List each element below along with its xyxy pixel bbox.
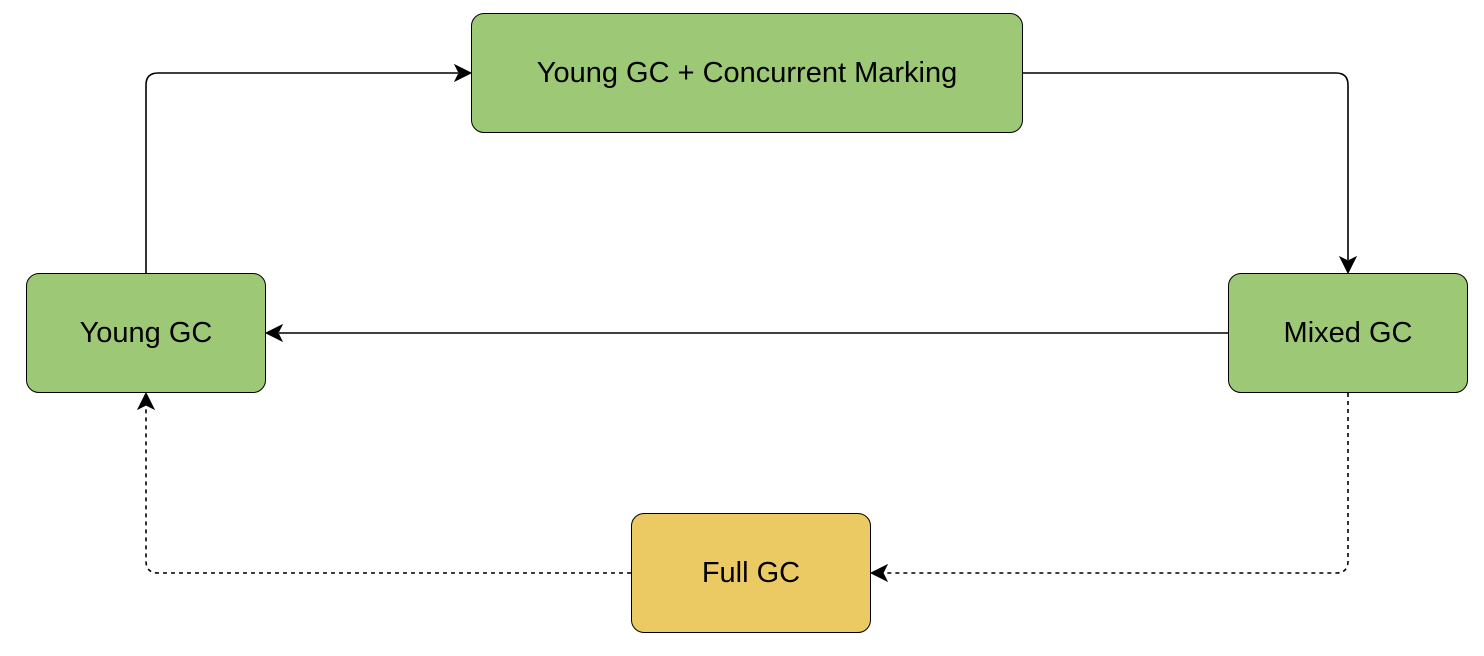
arrowhead-mixed-gc [1338,255,1358,275]
node-label: Mixed GC [1283,316,1413,349]
node-young-gc[interactable]: Young GC [26,273,266,393]
node-young-gc-concurrent-marking[interactable]: Young GC + Concurrent Marking [471,13,1023,133]
arrowhead-full-gc [869,563,889,583]
node-label: Young GC [79,316,213,349]
edge-mixed-gc-to-full-gc [884,393,1349,574]
arrowhead-young-gc [264,323,284,343]
edge-young-gc-to-concurrent-marking [145,72,458,273]
arrowhead-young-gc-bottom [136,391,156,411]
node-label: Full GC [701,556,801,589]
edge-full-gc-to-young-gc [145,406,631,574]
node-full-gc[interactable]: Full GC [631,513,871,633]
node-mixed-gc[interactable]: Mixed GC [1228,273,1468,393]
node-label: Young GC + Concurrent Marking [536,56,958,89]
edge-concurrent-marking-to-mixed-gc [1023,72,1349,260]
arrowhead-concurrent-marking [453,63,473,83]
